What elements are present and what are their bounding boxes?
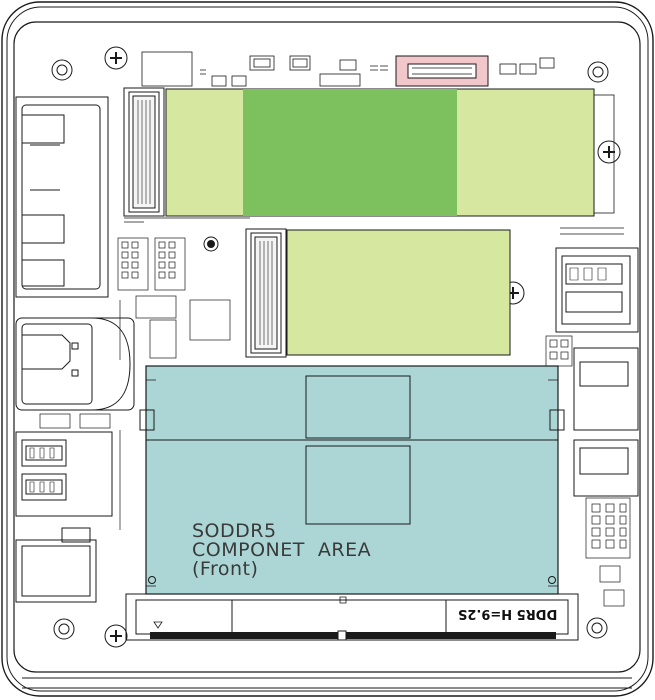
usb-port-icon xyxy=(555,247,639,497)
sodimm-label-line1: SODDR5 xyxy=(192,520,277,542)
m2-module-top xyxy=(165,88,615,217)
pin-header-right xyxy=(545,335,631,607)
sodimm-label-line3: (Front) xyxy=(192,558,259,580)
ethernet-port-icon xyxy=(15,96,109,298)
pin-header-left xyxy=(39,237,231,429)
m2-slot-bottom xyxy=(245,228,287,358)
sodimm-label-line2: COMPONET AREA xyxy=(192,539,372,561)
sodimm-module xyxy=(139,365,565,595)
usb-port-icon xyxy=(15,431,113,517)
m2-slot-top xyxy=(123,87,165,217)
top-components xyxy=(141,51,555,87)
ddr5-slot-label: DDR5 H=9.2S xyxy=(458,606,558,621)
mounting-hole-icon xyxy=(51,59,609,640)
flex-connector-icon xyxy=(395,55,489,87)
board-outline xyxy=(119,217,624,530)
screw-icon xyxy=(104,46,621,648)
sodimm-slot xyxy=(125,593,579,641)
hdmi-port-icon xyxy=(15,317,135,411)
m2-module-bottom xyxy=(286,229,511,356)
dc-jack xyxy=(15,527,97,603)
